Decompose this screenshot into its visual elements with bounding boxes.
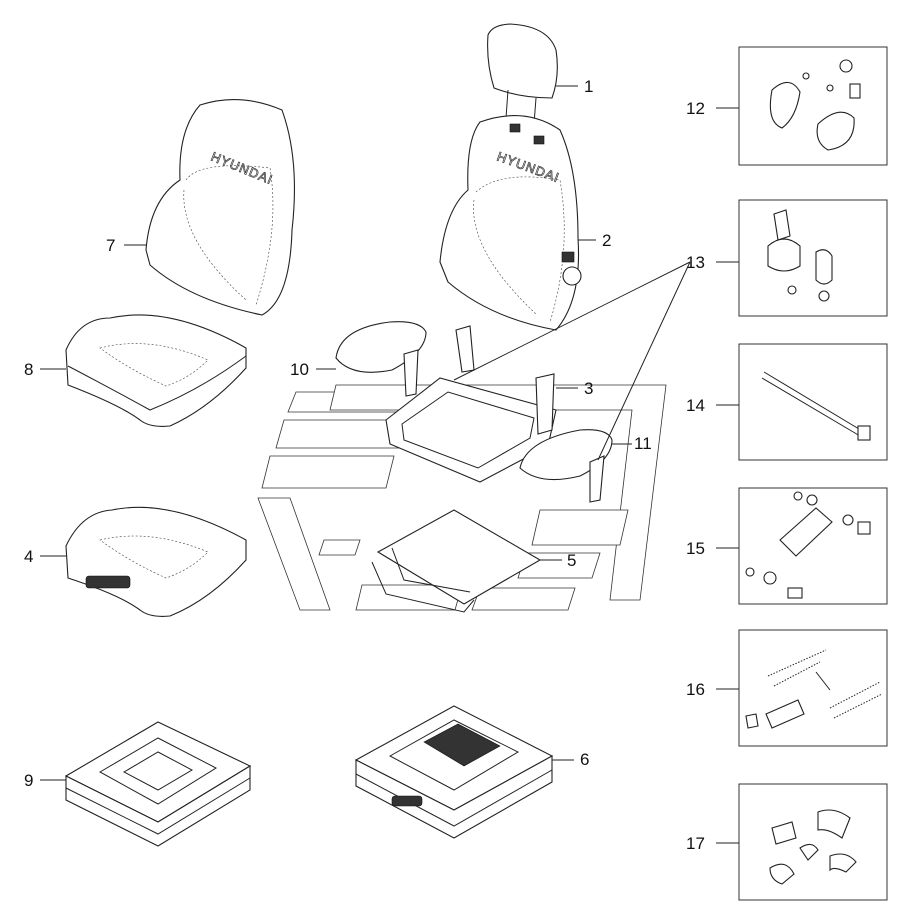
kit-box-15 <box>738 487 888 605</box>
callout-17: 17 <box>686 834 705 853</box>
callout-8: 8 <box>24 360 33 379</box>
kit-box-12 <box>738 46 888 166</box>
callout-4: 4 <box>24 547 33 566</box>
callout-6: 6 <box>580 750 589 769</box>
seat-cushion-upper <box>65 314 247 427</box>
callout-13: 13 <box>686 253 705 272</box>
suspension-base-right <box>354 705 554 839</box>
callout-11: 11 <box>634 434 652 453</box>
suspension-base-left <box>64 721 252 847</box>
kit-box-17 <box>738 783 888 901</box>
seat-back-cushion: HYUNDAI <box>145 99 295 316</box>
leader-lines <box>40 85 739 844</box>
callout-5: 5 <box>567 551 576 570</box>
kit-box-14 <box>738 343 888 461</box>
headrest <box>487 23 558 125</box>
kit-box-16 <box>738 629 888 747</box>
seat-cushion-lower <box>65 506 247 617</box>
callout-1: 1 <box>584 77 593 96</box>
watermark-logo <box>257 384 667 611</box>
callout-7: 7 <box>106 236 115 255</box>
callout-12: 12 <box>686 99 705 118</box>
callout-3: 3 <box>584 379 593 398</box>
callout-2: 2 <box>602 231 611 250</box>
armrest-right <box>519 429 613 503</box>
seat-back-assembly: HYUNDAI <box>439 115 582 331</box>
callout-10: 10 <box>290 360 309 379</box>
kit-box-13 <box>738 199 888 317</box>
callout-14: 14 <box>686 396 705 415</box>
callout-15: 15 <box>686 539 705 558</box>
callout-16: 16 <box>686 680 705 699</box>
armrest-left <box>335 321 427 397</box>
callout-9: 9 <box>24 771 33 790</box>
callout-labels: 1 2 3 4 5 6 7 8 9 10 11 12 13 14 15 16 1… <box>24 77 705 853</box>
